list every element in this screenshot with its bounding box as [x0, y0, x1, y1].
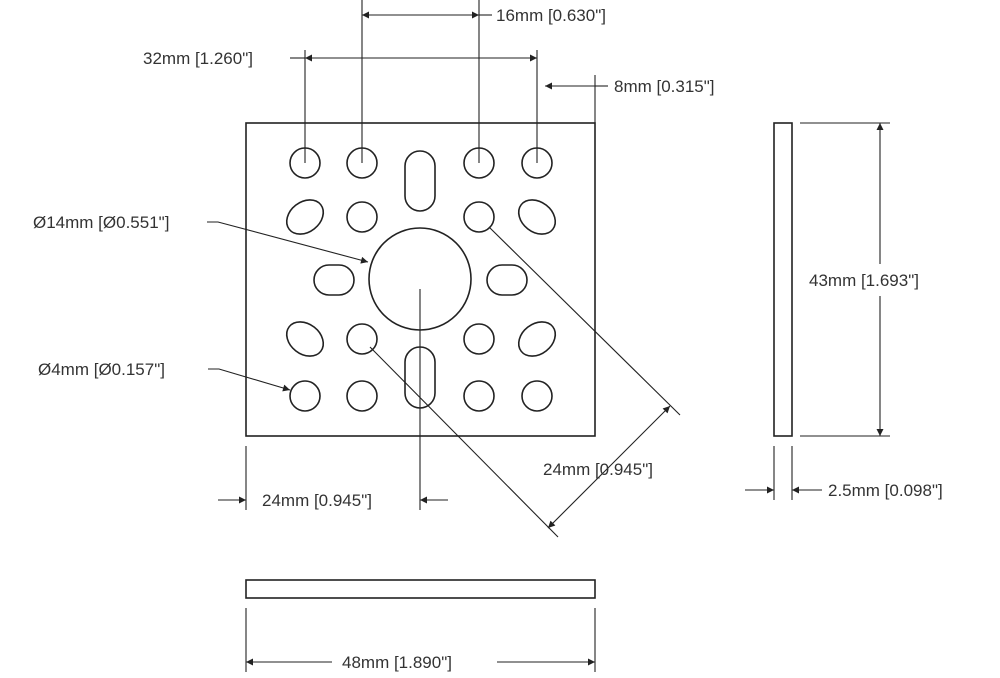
horizontal-slot-right — [486, 264, 528, 296]
slanted-slot — [517, 321, 557, 357]
label-8mm: 8mm [0.315"] — [614, 77, 715, 96]
label-43mm: 43mm [1.693"] — [809, 271, 919, 290]
slanted-slot — [285, 321, 325, 357]
diagonal-extension-line — [369, 346, 559, 538]
small-hole — [346, 323, 378, 355]
label-32mm: 32mm [1.260"] — [143, 49, 253, 68]
horizontal-slot-left — [313, 264, 355, 296]
label-16mm: 16mm [0.630"] — [496, 6, 606, 25]
small-hole — [346, 201, 378, 233]
label-2-5mm: 2.5mm [0.098"] — [828, 481, 943, 500]
small-hole — [463, 380, 495, 412]
label-4mm-diameter: Ø4mm [Ø0.157"] — [38, 360, 165, 379]
label-24mm-horizontal: 24mm [0.945"] — [262, 491, 372, 510]
slanted-slot — [517, 199, 557, 235]
slanted-slot — [285, 199, 325, 235]
small-hole — [463, 201, 495, 233]
label-48mm: 48mm [1.890"] — [342, 653, 452, 672]
slanted-slot-holes — [285, 199, 557, 357]
leader-14mm — [207, 221, 369, 264]
small-hole — [463, 323, 495, 355]
label-14mm-diameter: Ø14mm [Ø0.551"] — [33, 213, 169, 232]
plate-side-view — [773, 122, 793, 437]
dimension-line-diagonal — [547, 405, 671, 529]
leader-4mm — [208, 368, 291, 392]
small-hole — [521, 380, 553, 412]
label-24mm-diagonal: 24mm [0.945"] — [543, 460, 653, 479]
diagonal-extension-line — [488, 226, 681, 416]
small-hole — [289, 380, 321, 412]
plate-bottom-view — [245, 579, 596, 599]
small-hole — [346, 380, 378, 412]
vertical-slot-top — [404, 150, 436, 212]
